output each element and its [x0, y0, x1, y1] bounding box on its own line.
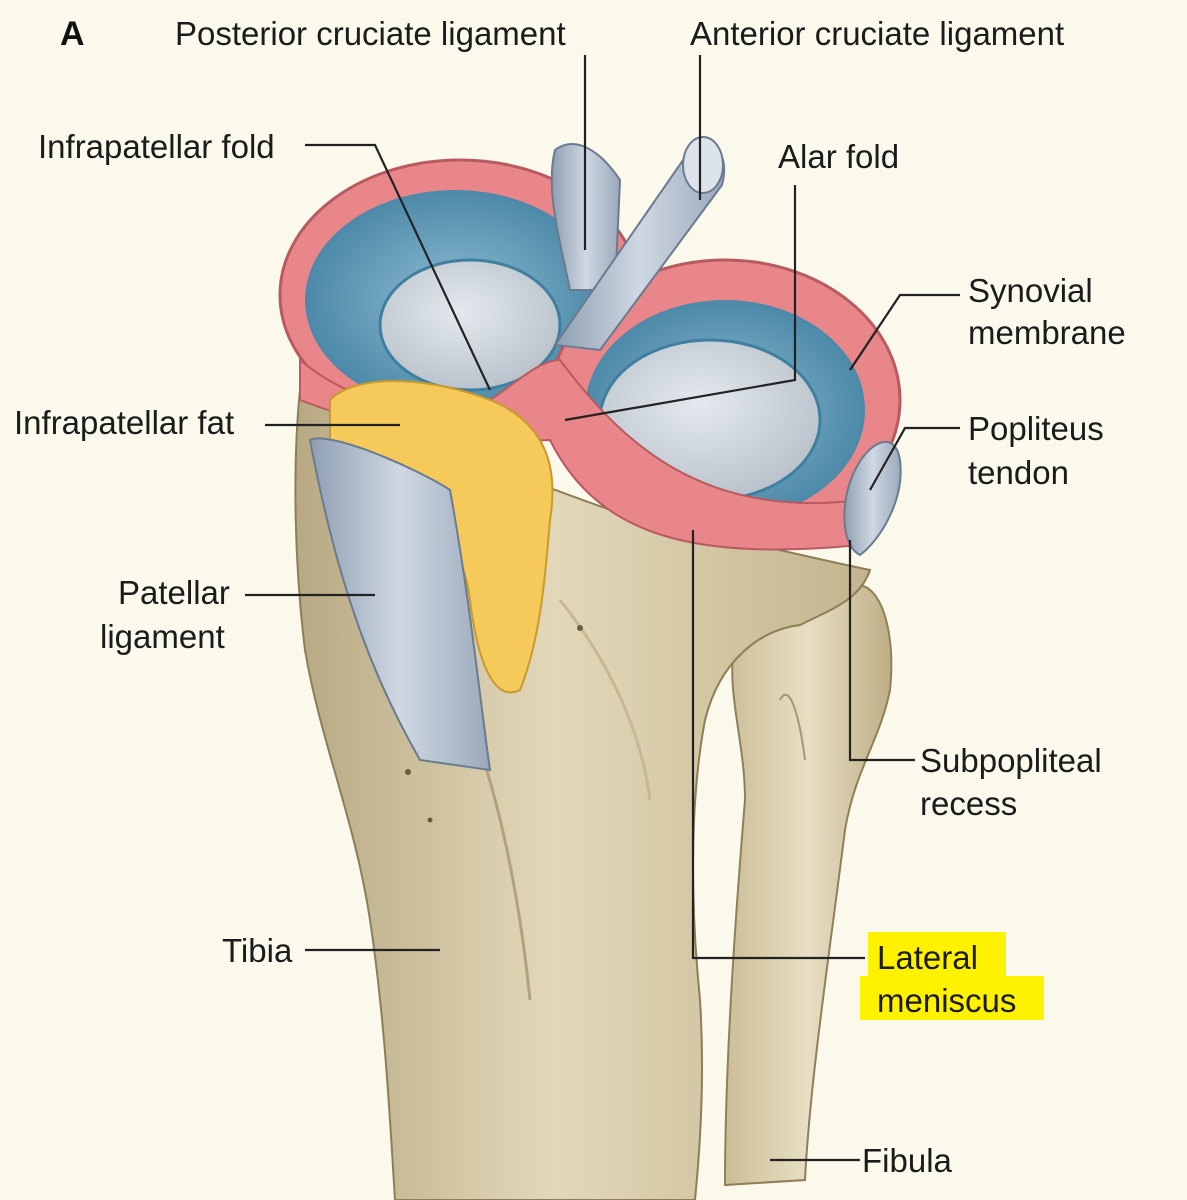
label-alar-fold: Alar fold — [778, 138, 899, 175]
label-posterior-cruciate-ligament: Posterior cruciate ligament — [175, 15, 566, 52]
label-infrapatellar-fat: Infrapatellar fat — [14, 404, 234, 441]
label-tibia: Tibia — [222, 932, 293, 969]
label-patellar-ligament-line1: Patellar — [118, 574, 230, 611]
label-subpopliteal-recess-line1: Subpopliteal — [920, 742, 1102, 779]
label-popliteus-tendon-line1: Popliteus — [968, 410, 1104, 447]
label-subpopliteal-recess-line2: recess — [920, 785, 1017, 822]
popliteus-tendon-shape — [843, 440, 902, 557]
label-patellar-ligament-line2: ligament — [100, 618, 225, 655]
label-popliteus-tendon-line2: tendon — [968, 454, 1069, 491]
label-anterior-cruciate-ligament: Anterior cruciate ligament — [690, 15, 1064, 52]
highlight-lateral-line1 — [868, 932, 1006, 976]
label-synovial-membrane-line2: membrane — [968, 314, 1126, 351]
label-lateral-meniscus-line2: meniscus — [877, 982, 1016, 1019]
medial-compartment — [278, 158, 642, 432]
label-synovial-membrane-line1: Synovial — [968, 272, 1093, 309]
label-lateral-meniscus-line1: Lateral — [877, 939, 978, 976]
highlight-lateral-line2 — [860, 976, 1044, 1020]
panel-letter: A — [60, 15, 85, 53]
patellar-ligament-shape — [308, 437, 492, 772]
label-fibula: Fibula — [862, 1142, 953, 1179]
label-infrapatellar-fold: Infrapatellar fold — [38, 128, 275, 165]
leader-lines — [245, 55, 960, 1162]
